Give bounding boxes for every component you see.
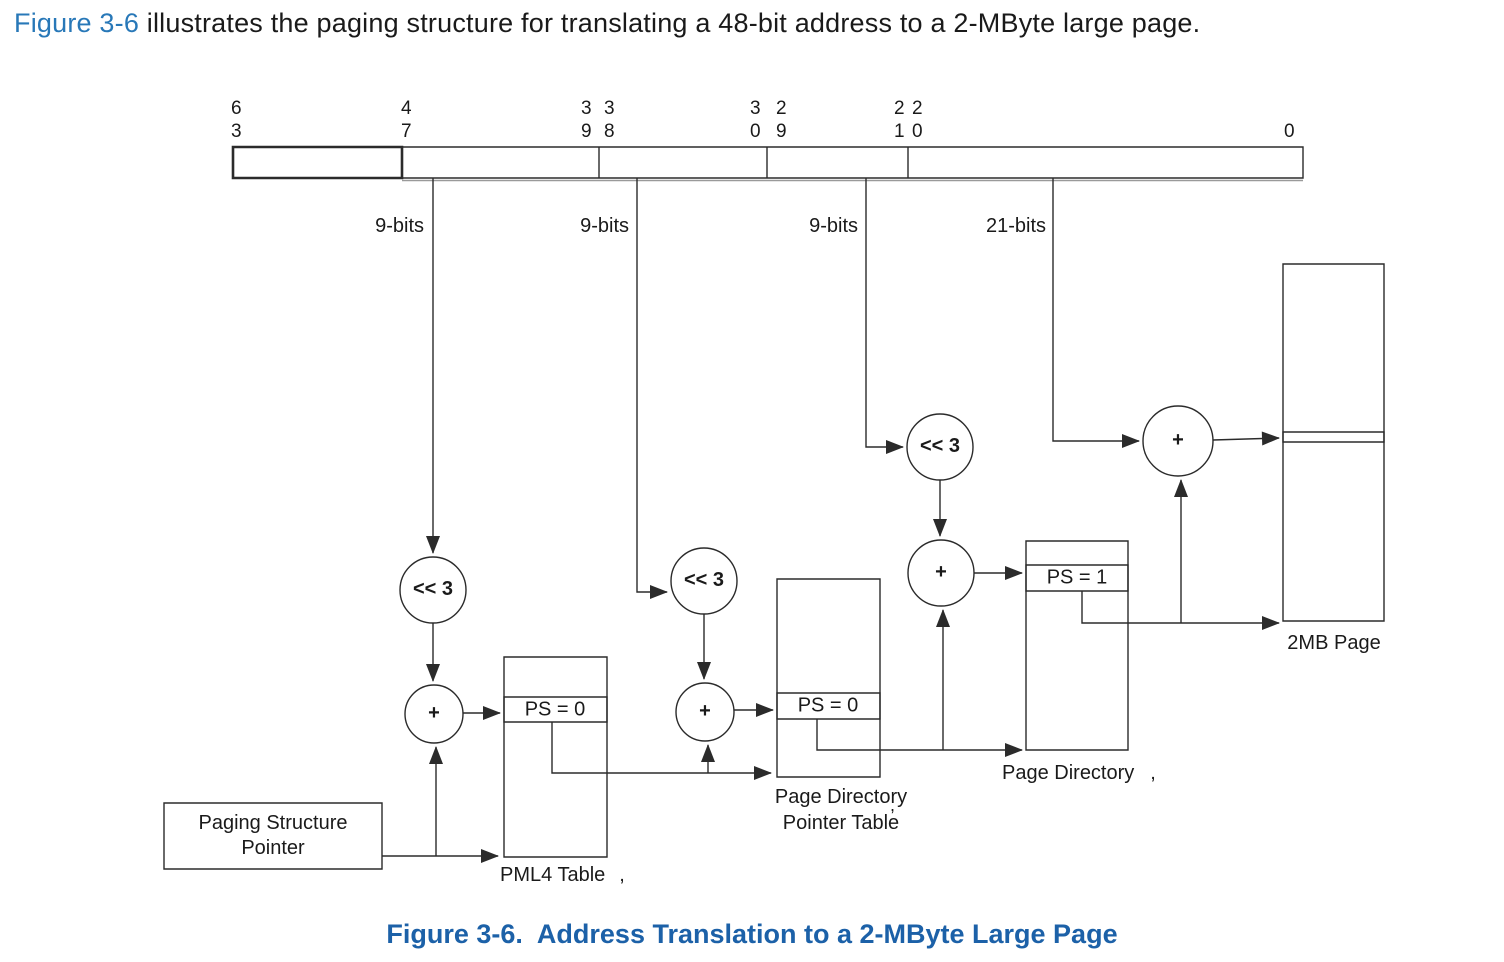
plus-label-1: + — [428, 702, 440, 725]
field-label-pdpt-9bits: 9-bits — [580, 215, 629, 237]
page-directory-label: Page Directory, — [1002, 762, 1156, 784]
register-upper-bits-segment — [233, 147, 402, 178]
linear-address-register — [233, 147, 1303, 178]
pd-footnote-mark: , — [1150, 762, 1156, 784]
arrow-bits29-21-to-shift3 — [866, 178, 904, 454]
figure-caption: Figure 3-6. Address Translation to a 2-M… — [386, 919, 1118, 949]
adder-circle-1 — [405, 685, 463, 743]
bit-label-0: 0 — [1284, 121, 1295, 142]
intro-sentence: Figure 3-6 illustrates the paging struct… — [14, 8, 1200, 39]
shift-circle-3 — [907, 414, 973, 480]
plus-label-2: + — [699, 700, 711, 723]
pdpt-entry-label: PS = 0 — [797, 694, 859, 717]
shift-label-1: << 3 — [412, 578, 454, 601]
plus-label-3: + — [935, 561, 947, 584]
adder-circle-4 — [1143, 406, 1213, 476]
pdpt-table-label: Page Directory Pointer Table — [774, 786, 908, 834]
bit-label-30: 3 0 — [750, 98, 761, 142]
pml4-entry-band — [504, 697, 607, 722]
intro-sentence-text: illustrates the paging structure for tra… — [139, 8, 1201, 38]
paging-structure-pointer-text: Paging Structure Pointer — [198, 812, 348, 859]
figure-reference-link[interactable]: Figure 3-6 — [14, 8, 140, 38]
arrow-offset-bits-to-adder4 — [1053, 178, 1140, 448]
adder-circle-2 — [676, 683, 734, 741]
bit-label-20: 2 0 — [912, 98, 923, 142]
2mb-page-label: 2MB Page — [1287, 632, 1381, 654]
pml4-table-label: PML4 Table, — [500, 864, 625, 886]
shift-circle-2 — [671, 548, 737, 614]
pd-entry-label: PS = 1 — [1046, 566, 1108, 589]
adder-circle-3 — [908, 540, 974, 606]
bit-label-21: 2 1 — [894, 98, 905, 142]
arrow-bits38-30-to-shift2 — [637, 178, 668, 599]
bit-label-38: 3 8 — [604, 98, 615, 142]
field-label-offset-21bits: 21-bits — [985, 215, 1046, 237]
route-pde-to-2mb-page — [1082, 591, 1280, 630]
shift-label-2: << 3 — [683, 569, 725, 592]
2mb-page-entry-band — [1283, 432, 1384, 442]
bit-label-47: 4 7 — [401, 98, 412, 142]
route-pdpte-to-page-directory — [817, 719, 1023, 757]
pdpt-entry-band — [777, 693, 880, 719]
bit-label-63: 6 3 — [231, 98, 242, 142]
pml4-footnote-mark: , — [619, 864, 625, 886]
pdpt-footnote-mark: , — [890, 795, 896, 815]
bit-label-29: 2 9 — [776, 98, 787, 142]
field-label-pd-9bits: 9-bits — [809, 215, 858, 237]
pml4-entry-label: PS = 0 — [524, 698, 586, 721]
field-label-pml4-9bits: 9-bits — [375, 215, 424, 237]
page-directory-box — [1026, 541, 1128, 750]
paging-structure-pointer-box — [164, 803, 382, 869]
pdpt-table-box — [777, 579, 880, 777]
arrow-adder4-to-2mb-page — [1213, 431, 1280, 446]
shift-label-3: << 3 — [919, 435, 961, 458]
bit-label-39: 3 9 — [581, 98, 592, 142]
shift-circle-1 — [400, 557, 466, 623]
pml4-table-box — [504, 657, 607, 857]
plus-label-4: + — [1172, 429, 1184, 452]
route-pml4e-to-pdpt — [552, 722, 772, 780]
page-directory-entry-band — [1026, 565, 1128, 591]
